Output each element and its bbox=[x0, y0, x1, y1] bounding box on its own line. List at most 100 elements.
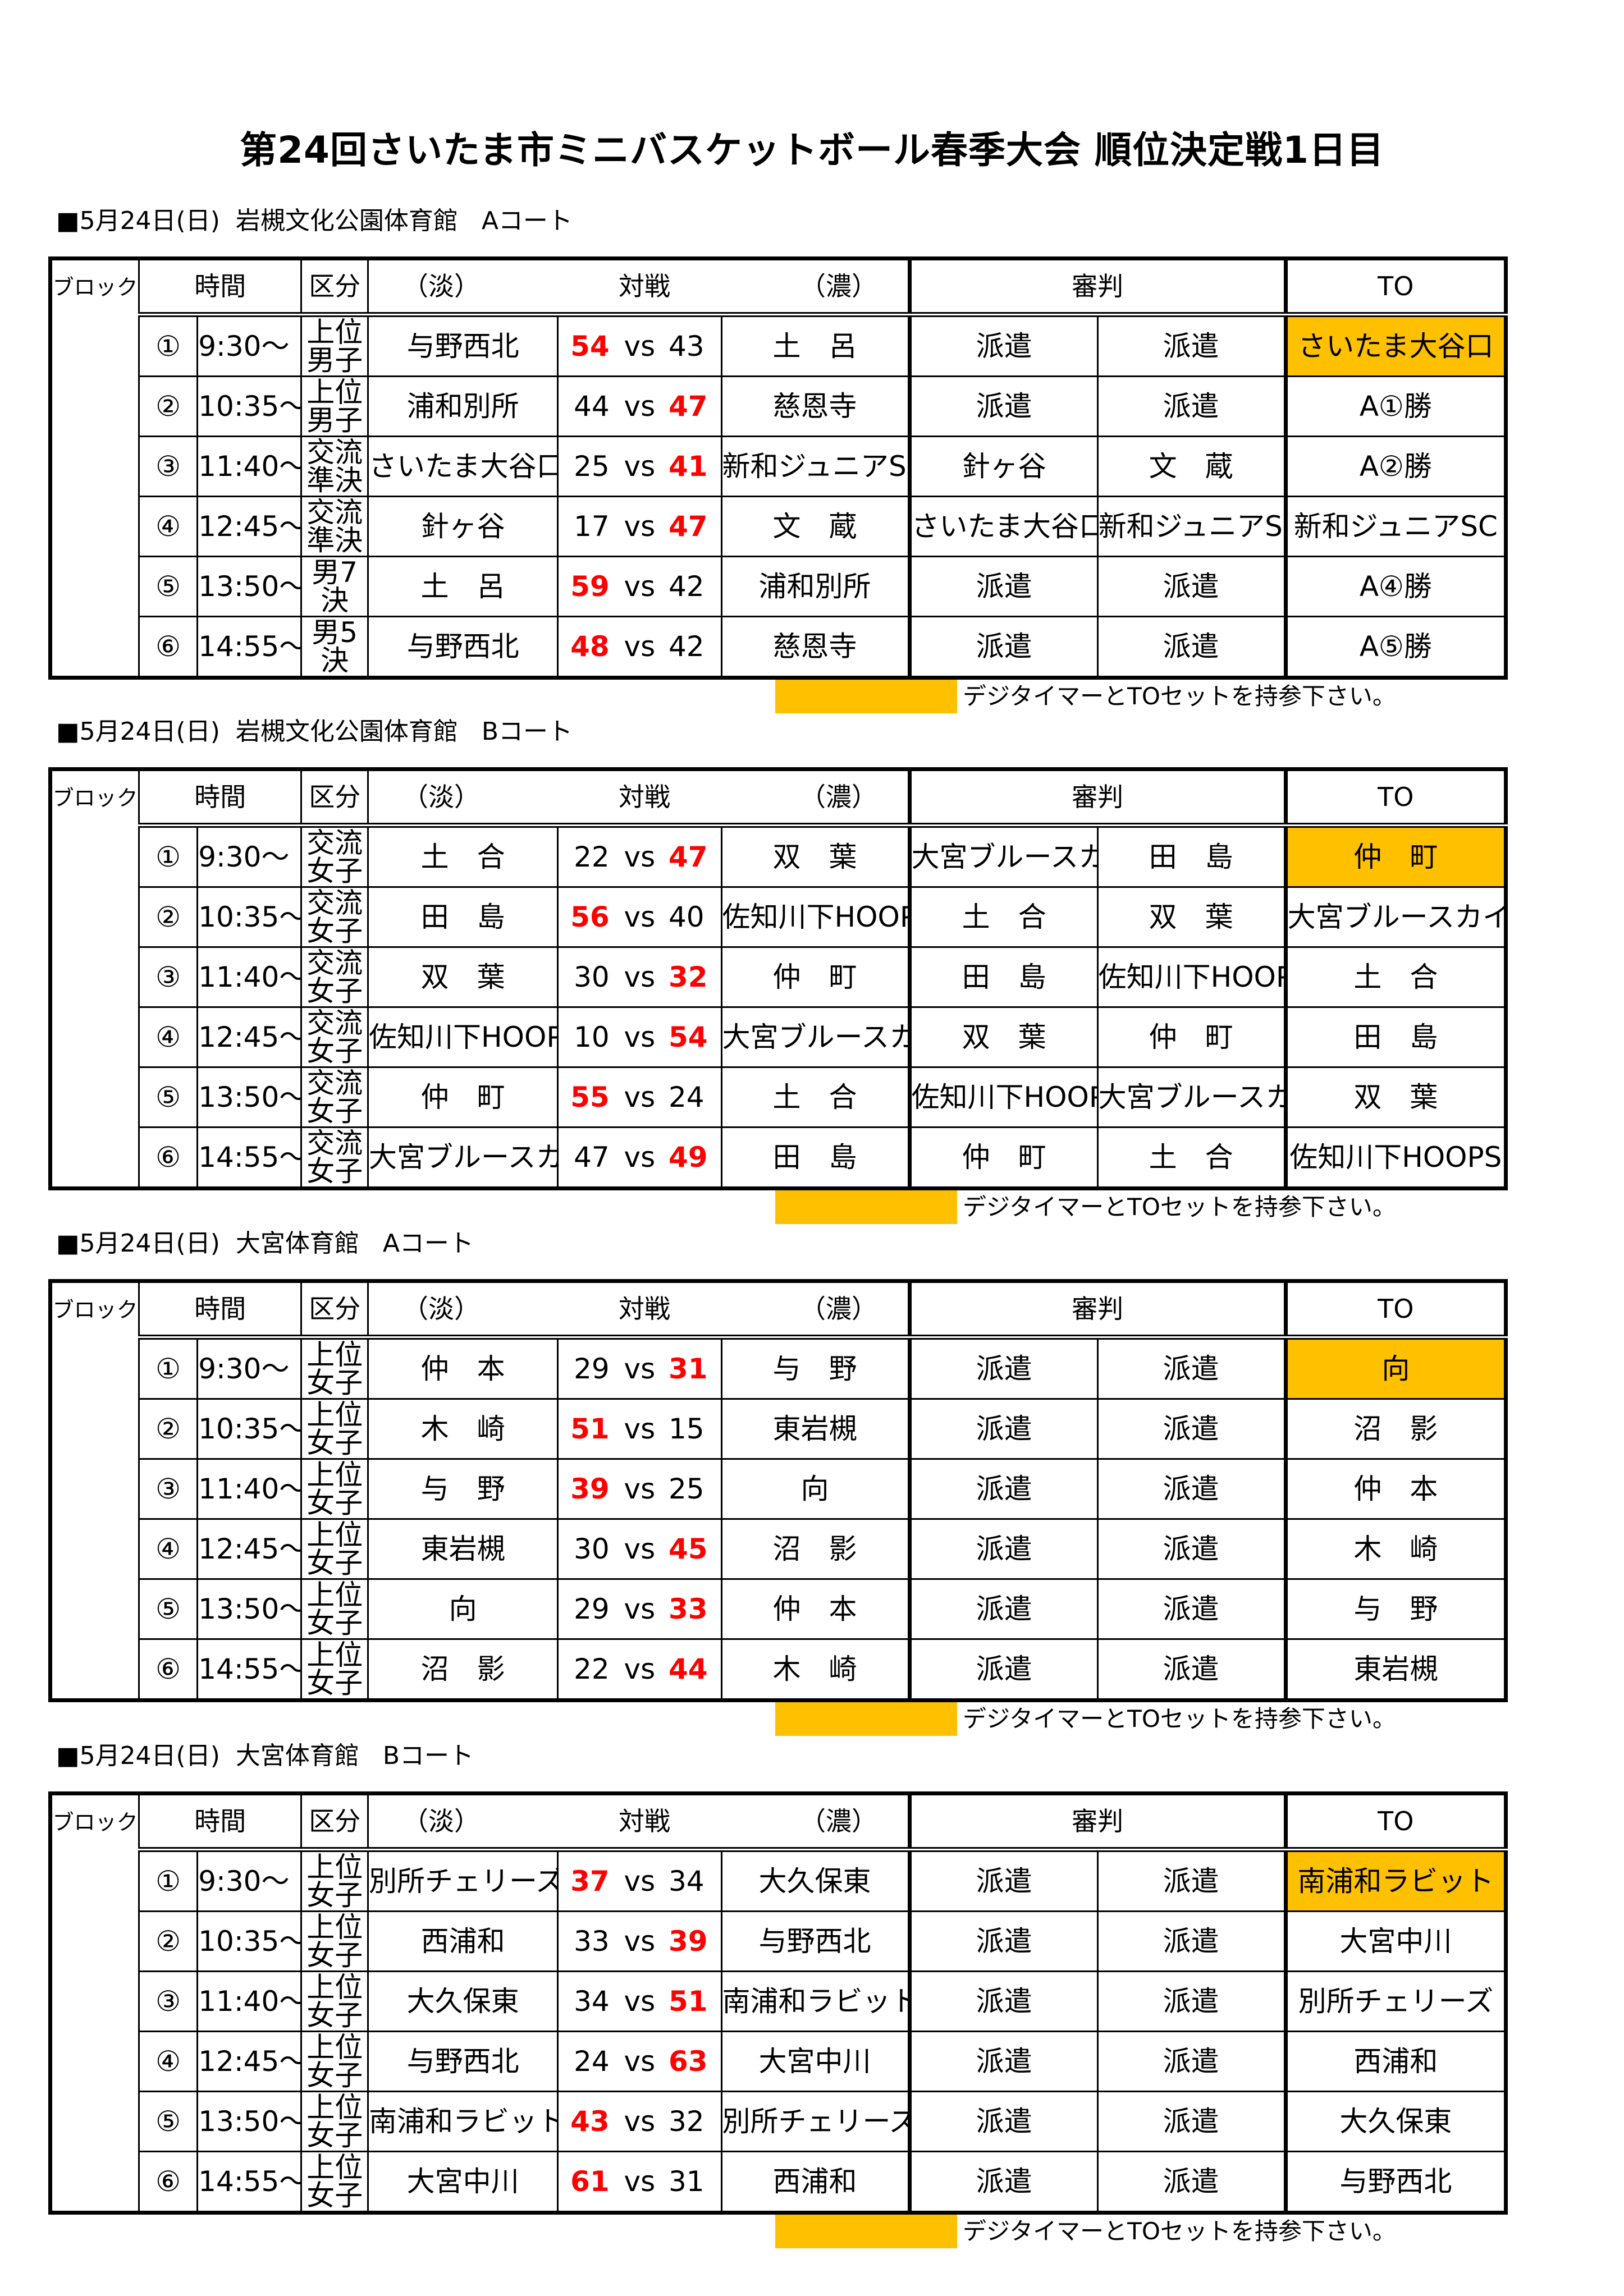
referee-1: 派遣 bbox=[907, 375, 1099, 437]
away-team: 慈恩寺 bbox=[720, 616, 911, 679]
referee-2: 派遣 bbox=[1096, 1910, 1287, 1972]
game-number: ⑥ bbox=[138, 1638, 199, 1701]
game-number: ⑤ bbox=[138, 1578, 199, 1640]
home-score: 56 bbox=[557, 886, 616, 948]
game-time: 9:30～ bbox=[196, 824, 303, 888]
header-dark: （濃） bbox=[800, 1294, 878, 1324]
game-number: ① bbox=[138, 824, 199, 888]
game-category: 上位女子 bbox=[300, 1518, 369, 1580]
to-team: 南浦和ラビット bbox=[1283, 1849, 1507, 1912]
to-team: 仲 本 bbox=[1283, 1458, 1507, 1520]
header-to: TO bbox=[1283, 1793, 1507, 1852]
category-line-2: 女子 bbox=[306, 975, 363, 1007]
game-number: ① bbox=[138, 1336, 199, 1400]
away-team: 南浦和ラビット bbox=[720, 1970, 911, 2032]
game-number: ④ bbox=[138, 1006, 199, 1068]
vs-label: vs bbox=[616, 1066, 663, 1128]
header-time: 時間 bbox=[138, 768, 303, 828]
away-score: 47 bbox=[662, 824, 722, 888]
vs-label: vs bbox=[616, 1398, 663, 1460]
category-line-2: 女子 bbox=[306, 1155, 363, 1188]
category-line-2: 準決 bbox=[306, 464, 363, 497]
category-line-1: 上位 bbox=[306, 1579, 363, 1611]
game-time: 12:45～ bbox=[196, 1518, 303, 1580]
game-time: 13:50～ bbox=[196, 1578, 303, 1640]
game-time: 11:40～ bbox=[196, 1458, 303, 1520]
header-match-label: 対戦 bbox=[619, 1294, 671, 1324]
referee-2: 派遣 bbox=[1096, 2151, 1287, 2213]
home-team: 田 島 bbox=[367, 886, 559, 948]
referee-2: 派遣 bbox=[1096, 616, 1287, 679]
category-line-1: 上位 bbox=[306, 316, 363, 349]
game-number: ⑥ bbox=[138, 1126, 199, 1189]
category-line-2: 女子 bbox=[306, 915, 363, 947]
home-score: 25 bbox=[557, 436, 616, 497]
category-line-1: 上位 bbox=[306, 1971, 363, 2004]
away-score: 51 bbox=[662, 1970, 722, 2032]
home-team: 仲 本 bbox=[367, 1336, 559, 1400]
away-score: 34 bbox=[662, 1849, 722, 1912]
category-line-2: 女子 bbox=[306, 1367, 363, 1399]
header-light: （淡） bbox=[402, 1294, 481, 1324]
home-score: 43 bbox=[557, 2091, 616, 2152]
game-time: 11:40～ bbox=[196, 946, 303, 1008]
block-cell bbox=[49, 556, 140, 617]
game-number: ① bbox=[138, 314, 199, 377]
home-score: 17 bbox=[557, 496, 616, 557]
game-category: 上位女子 bbox=[300, 1970, 369, 2032]
referee-1: 土 合 bbox=[907, 886, 1099, 948]
vs-label: vs bbox=[616, 436, 663, 497]
header-block: ブロック bbox=[49, 1280, 140, 1337]
away-team: 木 崎 bbox=[720, 1638, 911, 1701]
referee-1: 派遣 bbox=[907, 2091, 1099, 2152]
category-line-2: 女子 bbox=[306, 1667, 363, 1699]
note-highlight-bar bbox=[775, 1702, 957, 1736]
game-category: 男7決 bbox=[300, 556, 369, 617]
game-category: 上位女子 bbox=[300, 1578, 369, 1640]
referee-2: 佐知川下HOOPS bbox=[1096, 946, 1287, 1008]
block-cell bbox=[49, 1399, 140, 1459]
block-cell bbox=[49, 825, 140, 887]
home-team: 沼 影 bbox=[367, 1638, 559, 1701]
game-time: 10:35～ bbox=[196, 1910, 303, 1972]
category-line-1: 交流 bbox=[306, 1067, 363, 1099]
header-dark: （濃） bbox=[800, 782, 878, 812]
home-team: 佐知川下HOOPS bbox=[367, 1006, 559, 1068]
home-score: 37 bbox=[557, 1849, 616, 1912]
game-number: ⑥ bbox=[138, 2151, 199, 2213]
category-line-2: 女子 bbox=[306, 1487, 363, 1519]
home-score: 51 bbox=[557, 1398, 616, 1460]
category-line-2: 女子 bbox=[306, 2119, 363, 2152]
category-line-2: 女子 bbox=[306, 1879, 363, 1912]
category-line-1: 上位 bbox=[306, 2151, 363, 2184]
note-text: デジタイマーとTOセットを持参下さい。 bbox=[963, 1193, 1396, 1221]
home-team: 別所チェリーズ bbox=[367, 1849, 559, 1912]
referee-1: 派遣 bbox=[907, 1458, 1099, 1520]
away-score: 43 bbox=[662, 314, 722, 377]
game-category: 上位女子 bbox=[300, 2031, 369, 2092]
vs-label: vs bbox=[616, 556, 663, 617]
referee-1: 佐知川下HOOPS bbox=[907, 1066, 1099, 1128]
referee-1: 大宮ブルースカイ bbox=[907, 824, 1099, 888]
home-score: 22 bbox=[557, 824, 616, 888]
home-team: 大久保東 bbox=[367, 1970, 559, 2032]
category-line-1: 交流 bbox=[306, 436, 363, 469]
vs-label: vs bbox=[616, 2031, 663, 2092]
block-cell bbox=[49, 1337, 140, 1399]
referee-1: さいたま大谷口 bbox=[907, 496, 1099, 557]
referee-1: 派遣 bbox=[907, 616, 1099, 679]
category-line-1: 上位 bbox=[306, 376, 363, 409]
away-team: 大久保東 bbox=[720, 1849, 911, 1912]
